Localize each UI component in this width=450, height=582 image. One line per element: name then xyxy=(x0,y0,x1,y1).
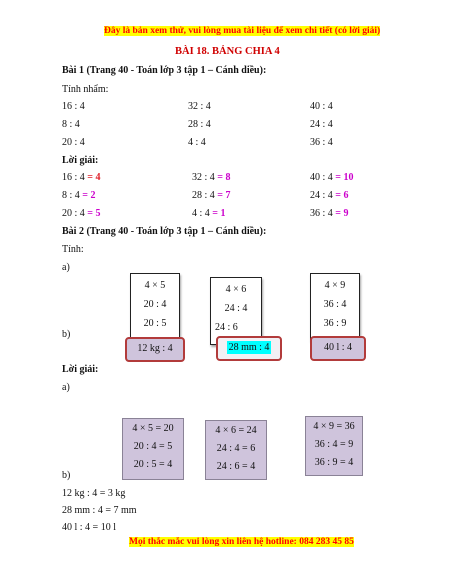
answer-item: 28 : 4 = 7 xyxy=(192,190,230,201)
problem: 40 : 4 xyxy=(310,101,333,112)
answer-question: 40 : 4 xyxy=(310,172,333,183)
problem: 32 : 4 xyxy=(188,101,211,112)
answer-value: 1 xyxy=(220,208,226,219)
answer-value: 10 xyxy=(343,172,354,183)
answer-question: 16 : 4 xyxy=(62,172,85,183)
unit-tag: 28 mm : 4 xyxy=(216,336,282,361)
answer-value: 5 xyxy=(95,208,101,219)
problem: 4 : 4 xyxy=(188,137,206,148)
part-b-label: b) xyxy=(62,329,71,340)
card-line: 4 × 9 = 36 xyxy=(313,421,355,432)
card-line: 36 : 4 = 9 xyxy=(314,439,354,450)
answer-item: 8 : 4 = 2 xyxy=(62,190,95,201)
solution-part-a-label: a) xyxy=(62,382,70,393)
answer-card: 4 × 6 = 24 24 : 4 = 6 24 : 6 = 4 xyxy=(205,420,267,480)
page-title: BÀI 18. BẢNG CHIA 4 xyxy=(175,46,280,57)
b-answer: 28 mm : 4 = 7 mm xyxy=(62,505,137,516)
answer-question: 36 : 4 xyxy=(310,208,333,219)
answer-question: 28 : 4 xyxy=(192,190,215,201)
calc-card: 4 × 9 36 : 4 36 : 9 xyxy=(310,273,360,341)
answer-equals: = xyxy=(332,172,344,183)
footer-hotline: Mọi thắc mắc vui lòng xin liên hệ hotlin… xyxy=(129,537,354,547)
answer-value: 4 xyxy=(95,172,101,183)
exercise-2-instruction: Tính: xyxy=(62,244,84,255)
card-line: 20 : 5 = 4 xyxy=(133,459,173,470)
card-line: 36 : 4 xyxy=(323,299,347,310)
part-a-label: a) xyxy=(62,262,70,273)
card-line: 24 : 6 = 4 xyxy=(216,461,256,472)
answer-item: 32 : 4 = 8 xyxy=(192,172,230,183)
answer-card: 4 × 9 = 36 36 : 4 = 9 36 : 9 = 4 xyxy=(305,416,363,476)
exercise-1-solution-label: Lời giải: xyxy=(62,155,99,166)
calc-card: 4 × 5 20 : 4 20 : 5 xyxy=(130,273,180,341)
card-line: 20 : 5 xyxy=(143,318,167,329)
answer-equals: = xyxy=(79,190,91,201)
answer-value: 7 xyxy=(225,190,231,201)
answer-question: 32 : 4 xyxy=(192,172,215,183)
answer-question: 4 : 4 xyxy=(192,208,210,219)
b-answer: 40 l : 4 = 10 l xyxy=(62,522,116,533)
card-line: 20 : 4 xyxy=(143,299,167,310)
answer-item: 36 : 4 = 9 xyxy=(310,208,348,219)
answer-item: 20 : 4 = 5 xyxy=(62,208,100,219)
highlighted-text: 28 mm : 4 xyxy=(226,341,272,354)
answer-value: 6 xyxy=(343,190,349,201)
problem: 20 : 4 xyxy=(62,137,85,148)
b-answer: 12 kg : 4 = 3 kg xyxy=(62,488,126,499)
answer-equals: = xyxy=(84,172,96,183)
card-line: 4 × 9 xyxy=(324,280,346,291)
answer-equals: = xyxy=(332,190,344,201)
exercise-2-heading: Bài 2 (Trang 40 - Toán lớp 3 tập 1 – Cán… xyxy=(62,226,267,237)
card-line: 4 × 6 = 24 xyxy=(215,425,257,436)
problem: 28 : 4 xyxy=(188,119,211,130)
card-line: 4 × 5 = 20 xyxy=(132,423,174,434)
problem: 16 : 4 xyxy=(62,101,85,112)
unit-tag: 12 kg : 4 xyxy=(125,337,185,362)
answer-value: 8 xyxy=(225,172,231,183)
problem: 8 : 4 xyxy=(62,119,80,130)
answer-value: 9 xyxy=(343,208,349,219)
card-line: 4 × 5 xyxy=(144,280,166,291)
answer-value: 2 xyxy=(90,190,96,201)
answer-equals: = xyxy=(209,208,221,219)
exercise-1-instruction: Tính nhẩm: xyxy=(62,84,109,95)
card-line: 36 : 9 = 4 xyxy=(314,457,354,468)
card-line: 20 : 4 = 5 xyxy=(133,441,173,452)
answer-equals: = xyxy=(332,208,344,219)
card-line: 4 × 6 xyxy=(225,284,247,295)
answer-question: 8 : 4 xyxy=(62,190,80,201)
answer-question: 24 : 4 xyxy=(310,190,333,201)
card-line: 24 : 6 xyxy=(215,322,238,333)
answer-item: 40 : 4 = 10 xyxy=(310,172,353,183)
answer-question: 20 : 4 xyxy=(62,208,85,219)
preview-banner: Đây là bản xem thử, vui lòng mua tài liệ… xyxy=(104,26,381,36)
answer-item: 24 : 4 = 6 xyxy=(310,190,348,201)
answer-equals: = xyxy=(214,190,226,201)
answer-card: 4 × 5 = 20 20 : 4 = 5 20 : 5 = 4 xyxy=(122,418,184,480)
problem: 24 : 4 xyxy=(310,119,333,130)
calc-card: 4 × 6 24 : 4 24 : 6 xyxy=(210,277,262,345)
problem: 36 : 4 xyxy=(310,137,333,148)
card-line: 24 : 4 = 6 xyxy=(216,443,256,454)
card-line: 24 : 4 xyxy=(224,303,248,314)
solution-part-b-label: b) xyxy=(62,470,71,481)
exercise-1-heading: Bài 1 (Trang 40 - Toán lớp 3 tập 1 – Cán… xyxy=(62,65,267,76)
unit-tag: 40 l : 4 xyxy=(310,336,366,361)
card-line: 36 : 9 xyxy=(323,318,347,329)
answer-equals: = xyxy=(84,208,96,219)
exercise-2-solution-label: Lời giải: xyxy=(62,364,99,375)
answer-item: 4 : 4 = 1 xyxy=(192,208,225,219)
answer-item: 16 : 4 = 4 xyxy=(62,172,100,183)
answer-equals: = xyxy=(214,172,226,183)
